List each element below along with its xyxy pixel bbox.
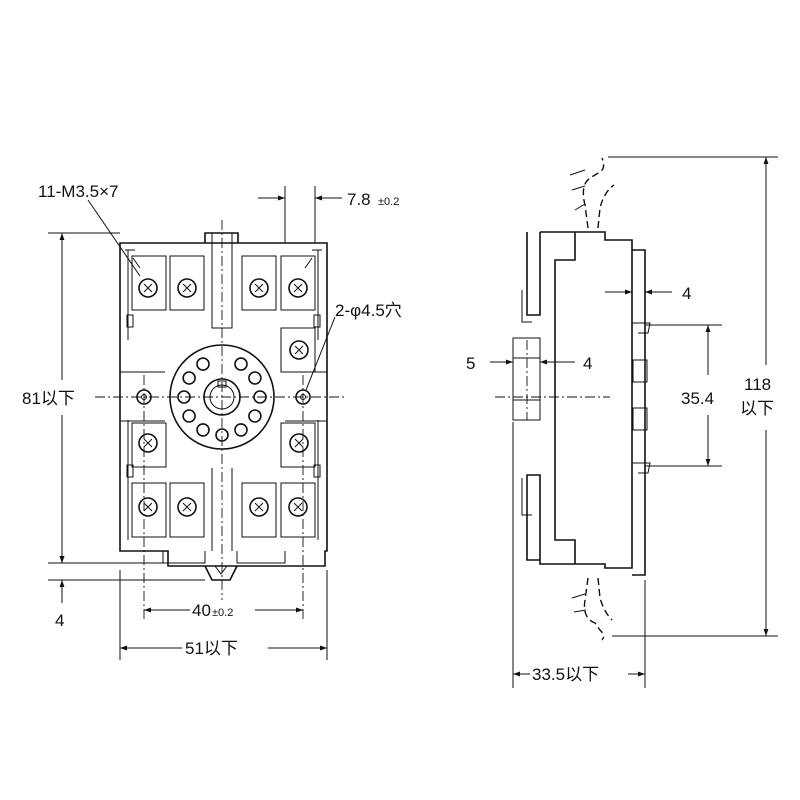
hole-spacing-value: 40 <box>192 601 211 620</box>
terminal-screw <box>138 278 158 298</box>
leaders <box>87 199 336 391</box>
rail-spacing-value: 35.4 <box>681 389 714 408</box>
pin-hole <box>248 409 262 423</box>
pitch-value: 7.8 <box>347 190 371 209</box>
top-gap-value: 4 <box>682 284 691 303</box>
height-label: 81以下 <box>22 389 75 408</box>
pin-hole <box>182 371 196 385</box>
terminal-screw <box>249 278 269 298</box>
dim-width <box>119 570 328 660</box>
terminal-screw <box>289 340 309 360</box>
hole-spec-label: 2-φ4.5穴 <box>335 301 402 320</box>
dim-depth <box>512 422 646 688</box>
pin-hole <box>234 423 248 437</box>
terminal-screw <box>177 278 197 298</box>
hole-spacing-tolerance: ±0.2 <box>212 607 233 619</box>
total-height-suffix: 以下 <box>740 399 774 418</box>
side-view: 4 5 4 35.4 118 以下 33.5以下 <box>466 156 778 688</box>
pin-hole <box>196 423 210 437</box>
total-height-value: 118 <box>744 375 771 394</box>
terminal-screw <box>177 497 197 517</box>
pin-hole <box>182 409 196 423</box>
terminal-screw <box>289 433 309 453</box>
terminal-screw <box>138 497 158 517</box>
left-value: 5 <box>466 354 475 373</box>
socket-body-outline <box>119 232 328 581</box>
screw-spec-label: 11-M3.5×7 <box>38 182 118 201</box>
dim-total-height <box>608 156 778 637</box>
pin-hole <box>234 357 248 371</box>
right-value: 4 <box>583 354 592 373</box>
pitch-tolerance: ±0.2 <box>378 196 399 208</box>
side-center-lines <box>495 340 610 420</box>
pin-hole <box>248 371 262 385</box>
dim-height <box>48 232 205 603</box>
terminal-screw <box>249 497 269 517</box>
terminal-screw <box>288 278 308 298</box>
offset-value: 4 <box>55 611 64 630</box>
width-label: 51以下 <box>185 639 238 658</box>
front-center-lines <box>95 220 345 620</box>
dim-pitch <box>258 186 342 243</box>
front-view: 11-M3.5×7 7.8 ±0.2 2-φ4.5穴 81以下 4 40 ±0.… <box>22 182 402 660</box>
terminal-screw <box>138 433 158 453</box>
pin-hole <box>196 357 210 371</box>
socket-side-profile <box>512 231 651 576</box>
terminal-screw <box>288 497 308 517</box>
terminal-screws <box>138 278 309 517</box>
dim-rail-spacing <box>645 324 722 467</box>
rail-dashed-outline <box>569 157 615 641</box>
depth-label: 33.5以下 <box>532 665 599 684</box>
